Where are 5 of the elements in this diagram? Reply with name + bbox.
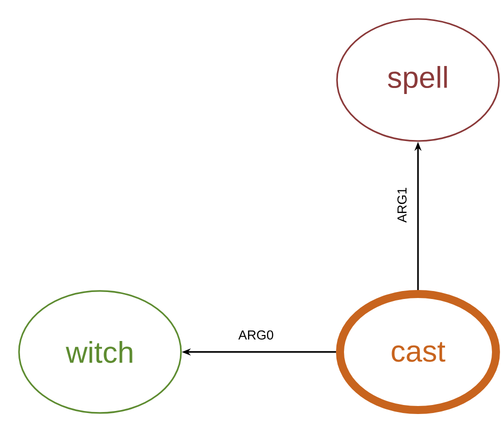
edge-label: ARG0 xyxy=(238,330,274,340)
ellipse-node: witch xyxy=(18,290,182,414)
edge-label: ARG1 xyxy=(397,188,407,223)
ellipse-node: cast xyxy=(336,290,500,414)
ellipse-node: spell xyxy=(336,18,500,142)
